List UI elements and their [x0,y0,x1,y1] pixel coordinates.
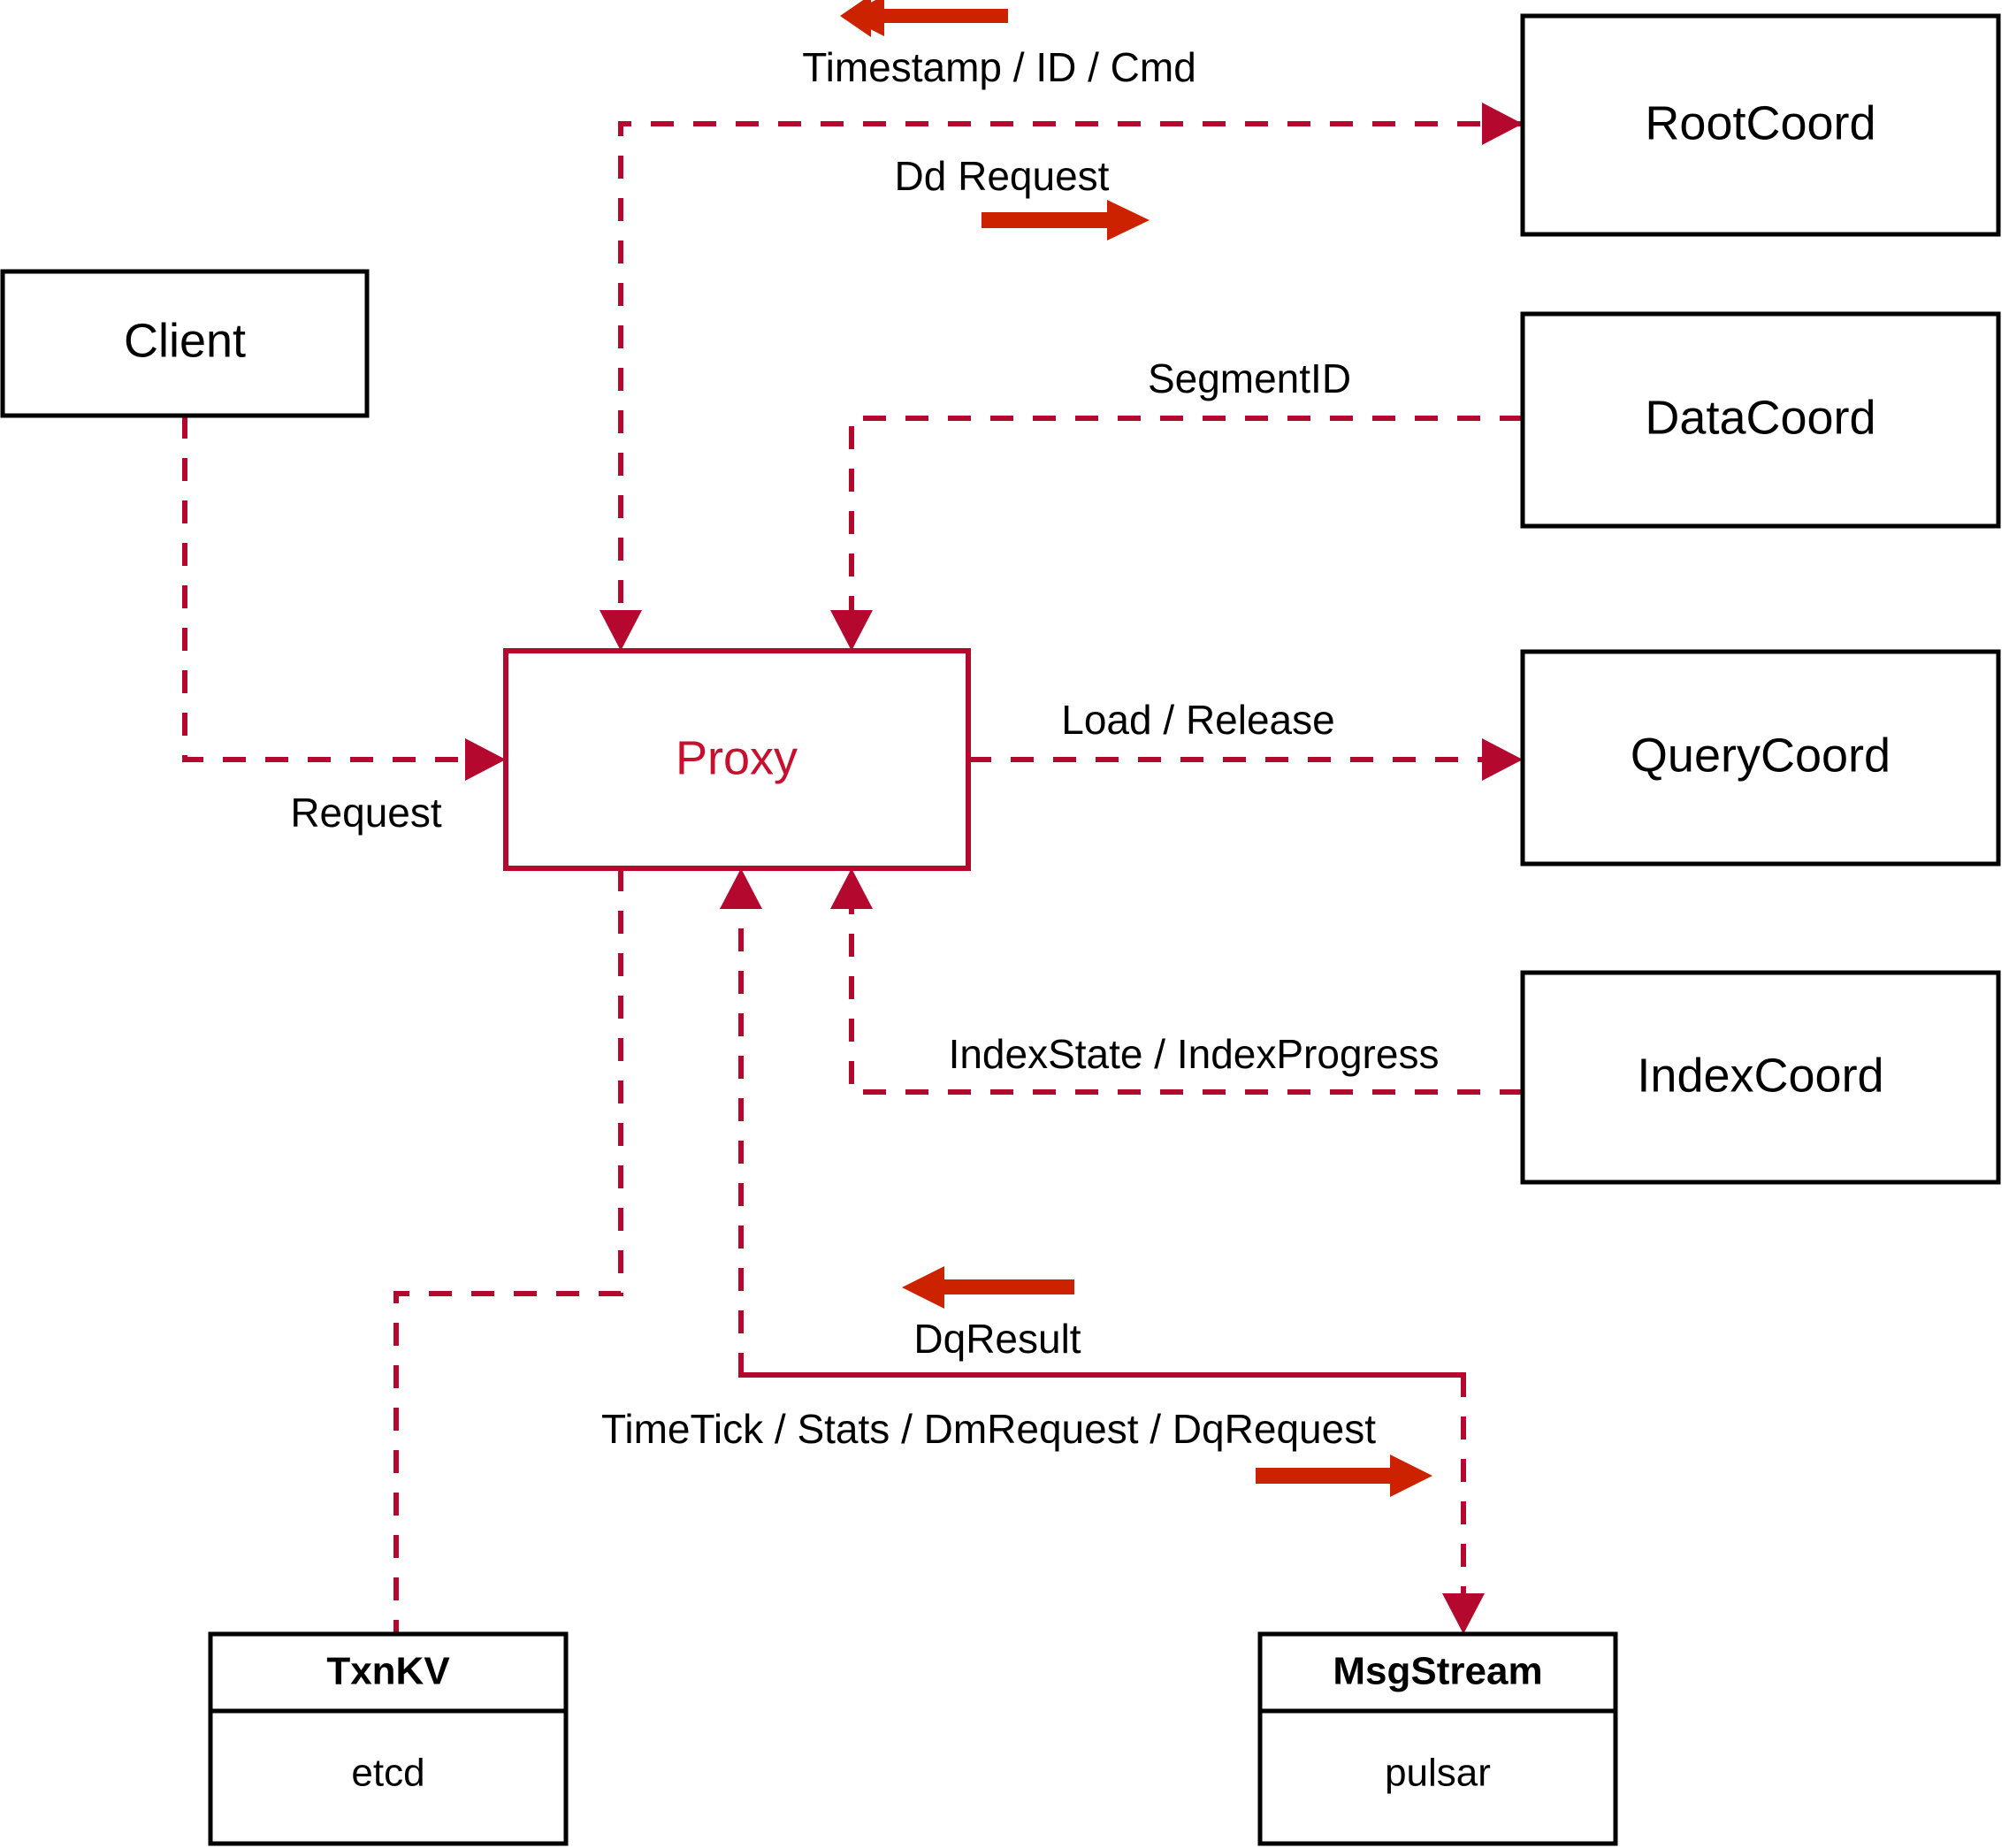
arrowhead-proxy-bottom-middle [720,868,762,909]
edge-label-timestamp-id-cmd: Timestamp / ID / Cmd [802,44,1196,90]
arrowhead-querycoord-left [1482,738,1523,781]
edge-label-dq-result: DqResult [913,1316,1081,1362]
node-client-box[interactable] [0,269,370,418]
emphasis-arrow-dd-request [982,200,1150,241]
emphasis-arrow-timetick [1256,1455,1432,1497]
node-index-coord-box[interactable] [1520,970,2001,1185]
edge-dq-result [720,868,1463,1378]
node-query-coord[interactable]: QueryCoord [1520,649,2001,867]
arrow-right-timetick-shaft [1256,1468,1393,1484]
edge-request [182,416,506,781]
arrowhead-msgstream-top [1442,1593,1485,1634]
edge-label-dd-request: Dd Request [895,153,1110,199]
edge-line-segment-id [849,416,1523,640]
arrow-left-dqresult-shaft [937,1279,1074,1294]
node-txnkv-box[interactable] [208,1631,569,1846]
edge-label-index-state-progress: IndexState / IndexProgress [949,1031,1440,1077]
edge-line-timetick-stats [741,1372,1466,1623]
emphasis-arrow-timestamp [840,0,1008,37]
node-root-coord-box[interactable] [1520,13,2001,237]
emphasis-arrow-dq-result [902,1266,1074,1309]
edge-label-load-release: Load / Release [1061,697,1334,743]
edge-load-release [968,738,1523,781]
node-root-coord[interactable]: RootCoord [1520,13,2001,237]
node-txnkv-body: etcd [351,1752,424,1795]
node-txnkv[interactable]: TxnKV etcd [208,1631,569,1846]
edge-timestamp-id-cmd [600,121,1523,651]
node-client[interactable]: Client [0,269,370,418]
node-query-coord-box[interactable] [1520,649,2001,867]
arrow-right-dd-head [1107,200,1150,241]
node-txnkv-header: TxnKV [326,1650,450,1693]
edge-proxy-txnkv [393,868,623,1634]
edge-label-timetick-stats: TimeTick / Stats / DmRequest / DqRequest [601,1406,1376,1452]
edge-line-request [182,416,495,762]
node-proxy[interactable]: Proxy [503,648,971,871]
arrow-left-dqresult-head [902,1266,944,1309]
edge-timetick-stats [741,1372,1485,1634]
arrow-right-dd-shaft [982,212,1114,228]
arrowhead-proxy-left [465,738,506,781]
node-query-coord-label: QueryCoord [1631,729,1891,782]
edge-label-request: Request [290,790,442,836]
node-root-coord-label: RootCoord [1645,96,1875,149]
edge-line-index-state [849,879,1523,1095]
arrowhead-rootcoord-left [1482,103,1523,145]
node-client-label: Client [124,314,246,367]
edge-line-timestamp-id-cmd [618,121,1523,640]
node-index-coord[interactable]: IndexCoord [1520,970,2001,1185]
node-data-coord-label: DataCoord [1645,391,1875,444]
node-msgstream[interactable]: MsgStream pulsar [1257,1631,1618,1846]
arrowhead-proxy-top-right [830,610,873,651]
edge-dd-request-head [1482,103,1523,145]
edge-line-proxy-txnkv [393,868,623,1634]
node-msgstream-body: pulsar [1385,1752,1491,1795]
node-proxy-box[interactable] [503,648,971,871]
arrowhead-proxy-top-left [600,610,642,651]
node-data-coord[interactable]: DataCoord [1520,311,2001,529]
edge-segment-id [830,416,1523,651]
edge-index-state-progress [830,868,1523,1095]
node-data-coord-box[interactable] [1520,311,2001,529]
node-msgstream-box[interactable] [1257,1631,1618,1846]
arrow-left-timestamp-shaft [871,9,1008,23]
arrow-left-timestamp-head [844,0,884,36]
arrow-right-timetick-head [1390,1455,1432,1497]
node-msgstream-header: MsgStream [1333,1650,1542,1693]
edge-label-segment-id: SegmentID [1148,355,1351,401]
arrowhead-proxy-bottom-right [830,868,873,909]
node-index-coord-label: IndexCoord [1637,1049,1883,1102]
node-proxy-label: Proxy [676,731,798,784]
